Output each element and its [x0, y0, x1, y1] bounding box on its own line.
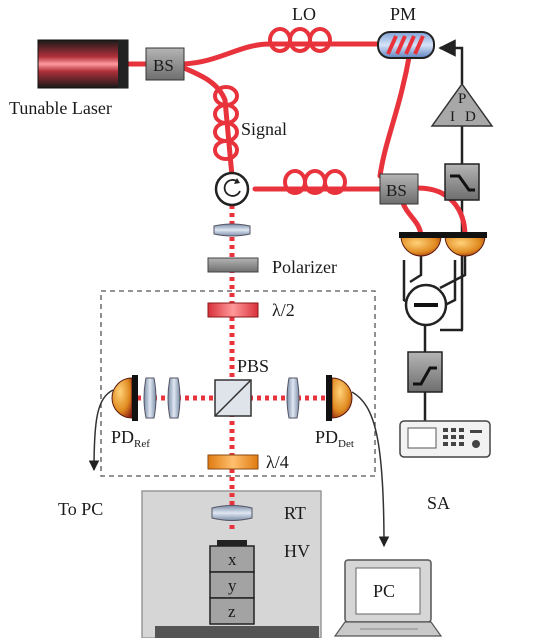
collimator-lens	[213, 223, 251, 237]
hv-label: HV	[284, 541, 310, 561]
bs-top-label: BS	[153, 56, 174, 75]
electrical-wiring	[402, 39, 467, 421]
pid-i-label: I	[450, 109, 455, 125]
low-pass-filter	[444, 163, 480, 201]
photodiode-det	[326, 375, 353, 421]
lo-label: LO	[292, 4, 316, 24]
stage-y-label: y	[228, 576, 237, 595]
to-pc-label: To PC	[58, 499, 103, 519]
rt-label: RT	[284, 503, 306, 523]
half-wave-label: λ/2	[272, 300, 295, 320]
signal-fiber-coils	[213, 85, 239, 161]
beam-splitter-right	[379, 173, 419, 205]
pc-computer	[333, 559, 443, 637]
phase-modulator	[377, 31, 435, 59]
bs-right-label: BS	[386, 181, 407, 200]
ref-lens-inner	[167, 377, 181, 419]
balanced-photodiode-left	[399, 232, 443, 257]
sa-label: SA	[427, 493, 450, 513]
dashed-enclosure	[100, 290, 376, 477]
stage-x-label: x	[228, 550, 237, 569]
pd-output-wires	[88, 389, 390, 548]
quarter-wave-label: λ/4	[266, 452, 289, 472]
tunable-laser	[37, 39, 129, 89]
pd-ref-label: PDRef	[111, 427, 150, 450]
pbs-label: PBS	[237, 356, 269, 376]
beam-splitter-top	[145, 47, 185, 81]
spectrum-analyzer	[399, 420, 491, 458]
ref-lens-outer	[143, 377, 157, 419]
free-space-beams	[137, 205, 326, 530]
objective-lens	[211, 505, 253, 521]
optical-fibers	[125, 41, 468, 239]
quarter-wave-plate	[207, 454, 259, 470]
pc-label: PC	[373, 581, 395, 601]
optical-circulator	[214, 171, 250, 207]
high-pass-filter	[407, 351, 443, 393]
det-lens-inner	[286, 377, 300, 419]
differential-amplifier	[404, 283, 448, 327]
photodiode-ref	[111, 375, 138, 421]
stage-z-label: z	[228, 602, 236, 621]
polarizer	[207, 257, 259, 273]
xyz-stage	[209, 540, 255, 625]
half-wave-plate	[207, 302, 259, 318]
polarizer-label: Polarizer	[272, 257, 337, 277]
pd-det-label: PDDet	[315, 427, 354, 450]
pm-label: PM	[390, 4, 416, 24]
pid-d-label: D	[465, 109, 476, 125]
signal-label: Signal	[241, 119, 287, 139]
balanced-photodiode-right	[443, 232, 487, 257]
pid-p-label: P	[458, 91, 466, 107]
return-fiber-coils	[283, 169, 347, 195]
pid-controller	[430, 82, 494, 127]
chamber-floor	[155, 626, 319, 638]
polarizing-beam-splitter	[214, 379, 252, 417]
tunable-laser-label: Tunable Laser	[9, 98, 112, 118]
lo-fiber-coils	[268, 27, 332, 53]
